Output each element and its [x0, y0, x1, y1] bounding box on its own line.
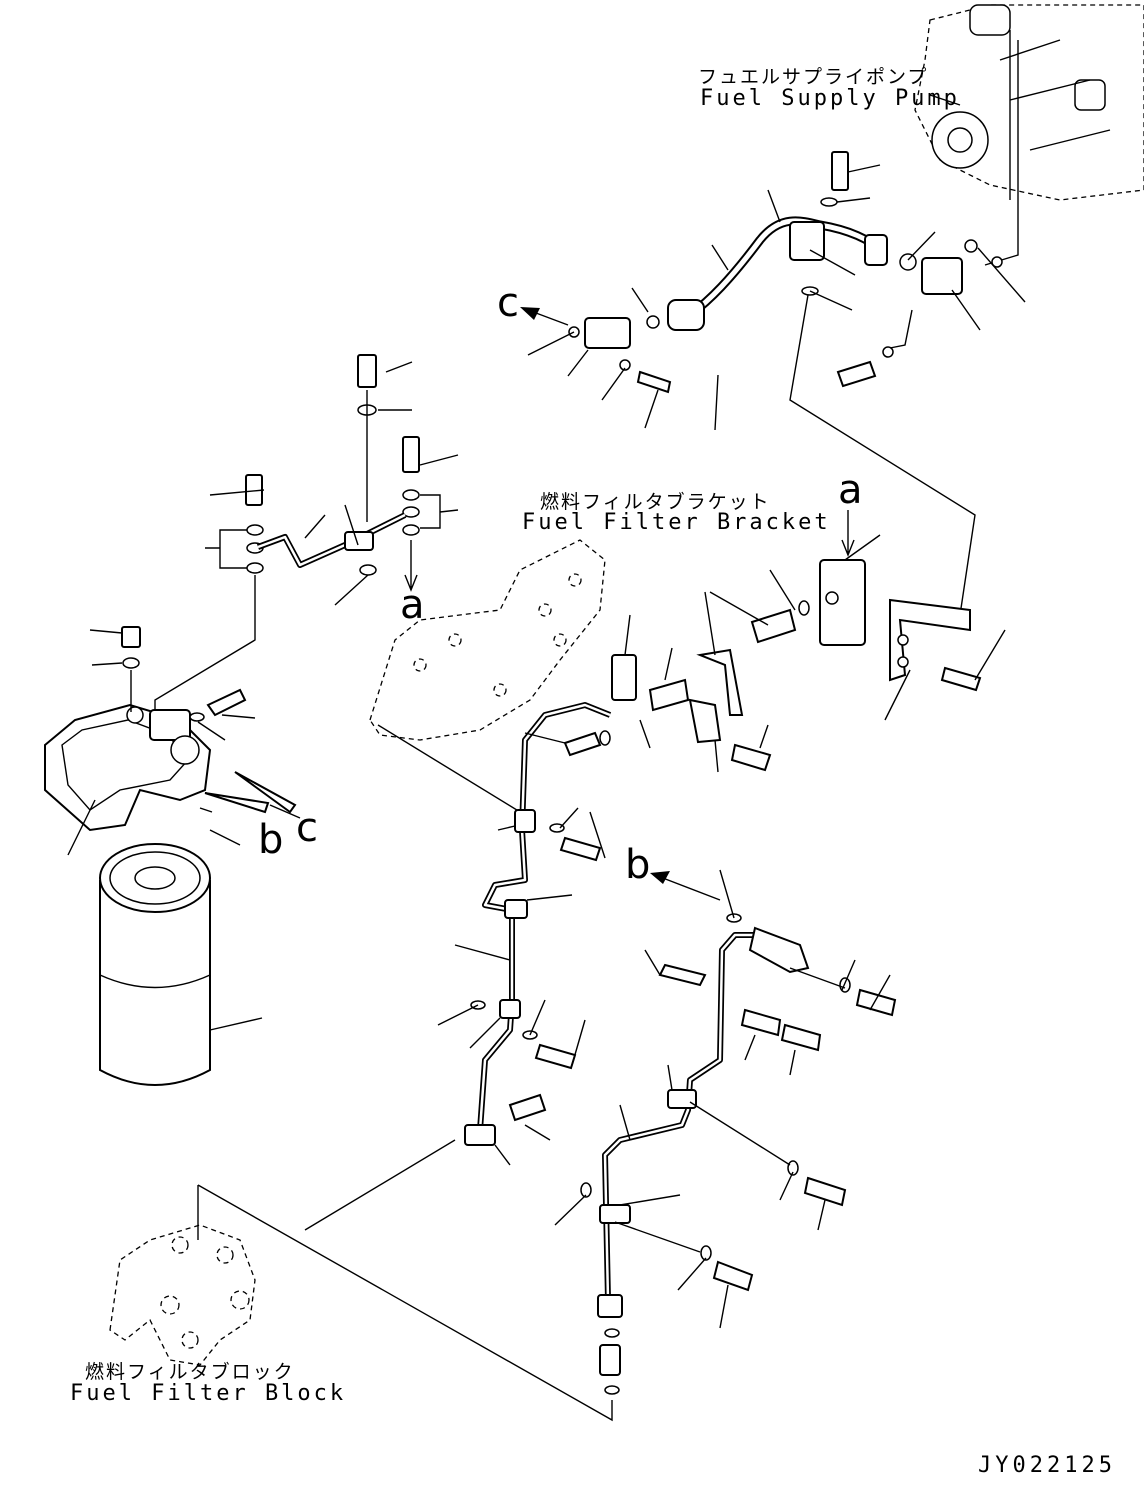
fuel-filter-bracket-label-jp: 燃料フィルタブラケット	[540, 491, 771, 513]
view-marker-c-left: c	[296, 805, 318, 851]
fuel-filter-bracket-label-en: Fuel Filter Bracket	[522, 510, 831, 535]
right-fittings	[611, 510, 1006, 773]
center-tube-assembly	[304, 702, 612, 1231]
fuel-filter-bracket	[369, 539, 606, 816]
fuel-filter-cartridge	[99, 843, 263, 1086]
fuel-supply-pump-label-en: Fuel Supply Pump	[700, 86, 960, 111]
fuel-supply-pump	[914, 4, 1144, 266]
fuel-filter-head	[44, 626, 301, 856]
fuel-supply-hose-assembly	[568, 151, 1003, 394]
fuel-filter-block	[109, 1185, 256, 1366]
upper-tube-assembly	[154, 354, 459, 715]
right-tube-assembly	[197, 869, 897, 1422]
view-marker-a-top: a	[838, 467, 863, 513]
fuel-filter-block-label-en: Fuel Filter Block	[70, 1381, 347, 1406]
leader-lines-top	[527, 164, 1026, 616]
view-marker-b-left: b	[258, 817, 284, 863]
view-marker-c-top: c	[497, 280, 519, 326]
view-marker-b-right: b	[625, 842, 651, 888]
direction-arrows	[520, 307, 721, 901]
fuel-supply-pump-label-jp: フュエルサプライポンプ	[698, 66, 929, 88]
fuel-filter-block-label-jp: 燃料フィルタブロック	[85, 1361, 295, 1383]
drawing-code: JY022125	[978, 1453, 1116, 1478]
view-marker-a-bottom: a	[400, 582, 425, 628]
